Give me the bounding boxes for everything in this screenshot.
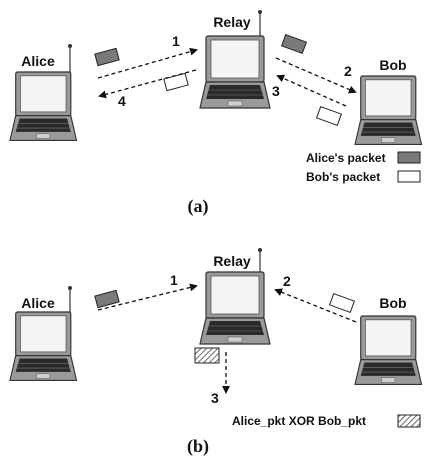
arrow-step1-b [97, 283, 198, 311]
bob-packet-icon [163, 72, 189, 92]
panel-a: Alice Relay Bob 1 2 3 4 Alice's packet [9, 10, 423, 217]
legend-alice-swatch [397, 151, 421, 164]
alice-packet-icon [94, 289, 120, 309]
alice-label-a: Alice [21, 53, 55, 69]
step1-label-a: 1 [172, 33, 180, 49]
relay-label-a: Relay [213, 14, 251, 30]
relay-laptop-a [199, 10, 271, 109]
legend-bob-label: Bob's packet [306, 170, 380, 184]
bob-packet-icon [328, 292, 356, 314]
alice-packet-icon [280, 33, 308, 55]
step3-label-b: 3 [211, 390, 219, 406]
alice-laptop-a [9, 44, 78, 141]
relay-label-b: Relay [213, 253, 251, 269]
panel-b: Alice Relay Bob 1 2 3 Alice_pkt XOR Bob_… [9, 248, 423, 457]
alice-packet-icon [94, 47, 120, 67]
step4-label-a: 4 [118, 93, 126, 109]
xor-packet-icon [194, 347, 220, 364]
step1-label-b: 1 [170, 272, 178, 288]
legend-xor-swatch [397, 414, 421, 428]
legend-bob-swatch [397, 170, 421, 183]
alice-laptop-b [9, 286, 78, 381]
caption-a: (a) [188, 196, 209, 217]
relay-laptop-b [199, 248, 271, 345]
bob-packet-icon [315, 105, 343, 127]
bob-label-a: Bob [379, 57, 406, 73]
step2-label-a: 2 [344, 63, 352, 79]
arrow-step3-a [276, 74, 347, 107]
legend-xor-label: Alice_pkt XOR Bob_pkt [232, 414, 366, 428]
arrow-step1-a [97, 47, 198, 79]
step2-label-b: 2 [283, 273, 291, 289]
step3-label-a: 3 [272, 83, 280, 99]
caption-b: (b) [187, 436, 209, 457]
bob-label-b: Bob [379, 295, 406, 311]
bob-laptop-a [354, 75, 423, 145]
alice-label-b: Alice [21, 295, 55, 311]
legend-alice-label: Alice's packet [306, 151, 386, 165]
arrow-step2-b [274, 288, 357, 323]
arrow-step2-a [275, 57, 357, 94]
bob-laptop-b [354, 315, 423, 385]
